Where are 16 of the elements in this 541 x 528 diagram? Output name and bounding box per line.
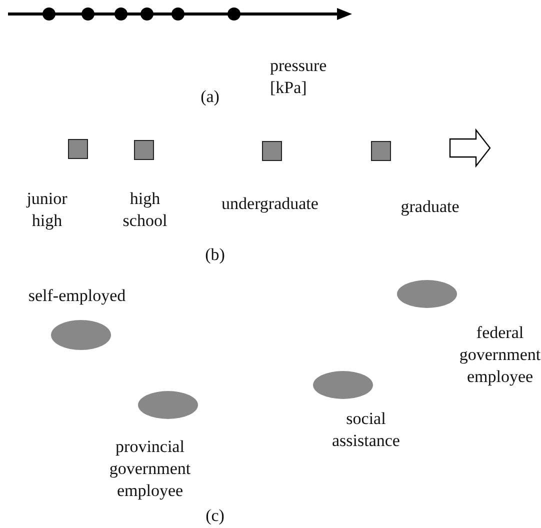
category-label: provincial government employee bbox=[108, 436, 192, 502]
category-label: junior high bbox=[25, 188, 68, 232]
axis-label: pressure [kPa] bbox=[270, 55, 328, 99]
panel-label: (a) bbox=[200, 86, 220, 108]
square-marker bbox=[68, 139, 88, 159]
category-label: high school bbox=[122, 188, 168, 232]
category-label: undergraduate bbox=[220, 193, 320, 215]
category-label: federal government employee bbox=[458, 322, 541, 388]
category-label: graduate bbox=[400, 196, 460, 218]
square-marker bbox=[134, 140, 154, 160]
category-label: social assistance bbox=[331, 408, 401, 452]
panel-label: (c) bbox=[204, 505, 226, 527]
category-label: self-employed bbox=[27, 285, 127, 307]
panel-label: (b) bbox=[204, 244, 226, 266]
square-marker bbox=[262, 141, 282, 161]
square-marker bbox=[371, 141, 391, 161]
